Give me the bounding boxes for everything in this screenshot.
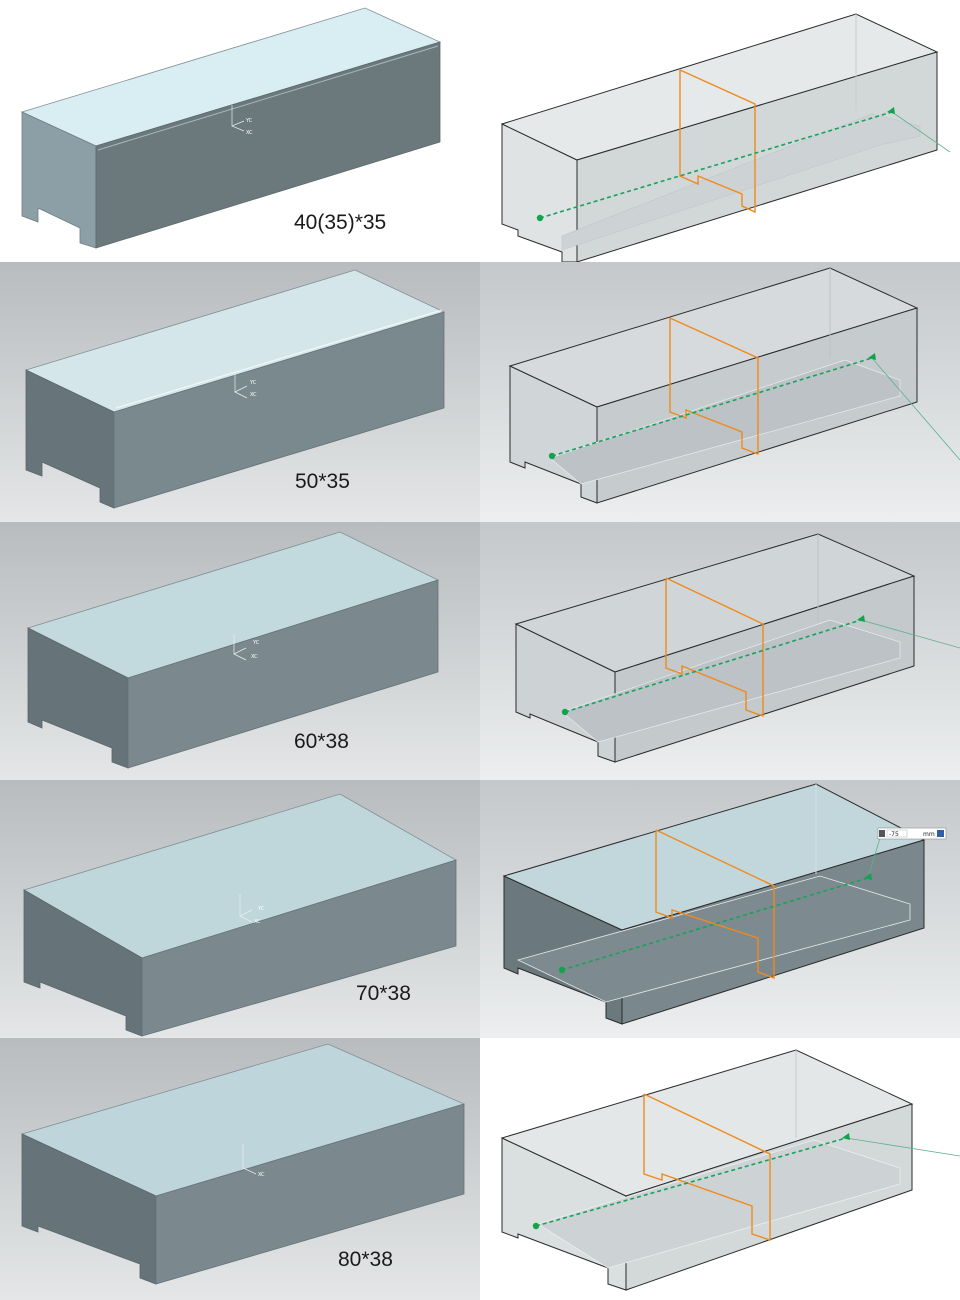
block-side-face	[113, 311, 445, 509]
section-plane	[665, 577, 764, 717]
dimension-menu-button[interactable]	[937, 830, 944, 837]
path-end-point[interactable]	[842, 1133, 850, 1140]
path-line	[561, 877, 869, 971]
path-start-point[interactable]	[561, 708, 569, 716]
path-end-point[interactable]	[864, 873, 872, 880]
path-line	[539, 111, 893, 219]
size-label: 80*38	[338, 1248, 393, 1271]
section-plane	[669, 317, 759, 456]
block-side-face	[141, 859, 457, 1037]
section-view-2	[480, 262, 960, 522]
block-side-face	[127, 579, 439, 769]
solid-view-5: XC 80*38	[0, 1038, 480, 1300]
svg-text:XC: XC	[250, 392, 257, 398]
block-side-face	[155, 1103, 465, 1285]
path-start-point[interactable]	[536, 214, 544, 222]
solid-view-2: YC XC 50*35	[0, 262, 480, 522]
size-label: 70*38	[356, 982, 411, 1005]
section-view-1	[480, 0, 960, 262]
size-label: 50*35	[295, 470, 350, 493]
csys-icon	[234, 372, 248, 399]
inner-channel	[516, 875, 911, 1003]
svg-text:YC: YC	[245, 118, 253, 124]
section-view-5	[480, 1038, 960, 1300]
svg-text:XC: XC	[246, 130, 253, 136]
dimension-popup[interactable]: -75 mm	[877, 827, 947, 840]
svg-text:XC: XC	[254, 919, 261, 925]
path-start-point[interactable]	[532, 1222, 540, 1230]
path-line	[535, 1137, 847, 1227]
path-end-point[interactable]	[868, 353, 876, 360]
solid-view-4: YC XC 70*38	[0, 780, 480, 1038]
dimension-value-field[interactable]	[886, 829, 908, 838]
svg-text:XC: XC	[251, 654, 258, 660]
path-end-point[interactable]	[857, 615, 865, 622]
csys-icon	[231, 105, 245, 132]
svg-text:YC: YC	[249, 380, 257, 386]
path-end-point[interactable]	[887, 107, 895, 114]
section-plane	[655, 829, 775, 980]
inner-channel	[561, 113, 921, 251]
size-label: 60*38	[294, 730, 349, 753]
csys-icon	[233, 634, 247, 661]
svg-text:-75: -75	[889, 831, 899, 838]
svg-text:YC: YC	[252, 640, 260, 646]
svg-text:mm: mm	[923, 831, 935, 838]
inner-channel	[549, 359, 901, 485]
size-label: 40(35)*35	[294, 211, 387, 234]
section-plane	[679, 69, 756, 214]
dimension-icon	[879, 830, 885, 837]
svg-text:YC: YC	[257, 906, 265, 912]
svg-text:XC: XC	[258, 1172, 265, 1178]
inner-channel	[561, 619, 901, 743]
block-side-face	[95, 41, 441, 249]
inner-channel	[537, 1139, 901, 1269]
section-view-4: -75 mm	[480, 780, 960, 1038]
solid-view-3: YC XC 60*38	[0, 522, 480, 780]
csys-icon	[242, 1144, 257, 1175]
path-line	[564, 619, 862, 713]
section-view-3	[480, 522, 960, 780]
solid-view-1: YC XC 40(35)*35	[0, 0, 480, 262]
section-plane	[643, 1093, 771, 1241]
csys-icon	[239, 894, 253, 923]
path-start-point[interactable]	[548, 452, 556, 460]
path-start-point[interactable]	[558, 966, 566, 974]
